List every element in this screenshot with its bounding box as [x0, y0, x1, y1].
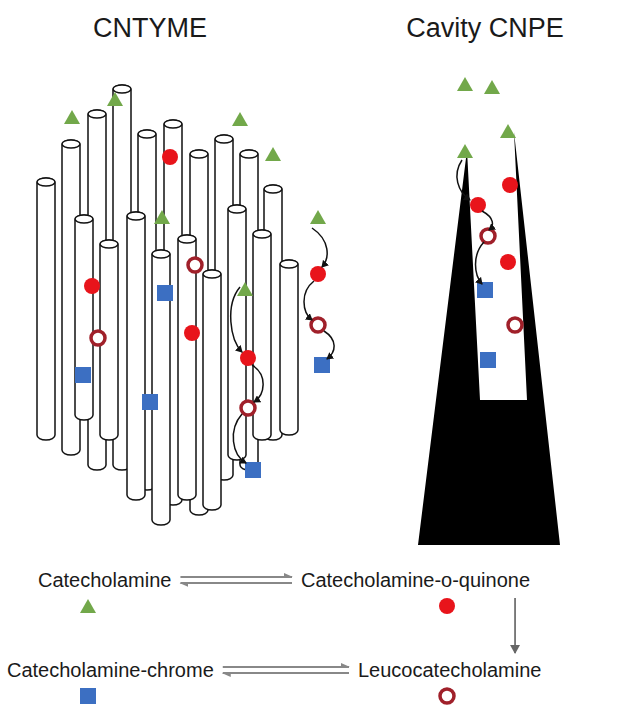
compound-text: Leucocatecholamine — [358, 658, 541, 682]
heading-label: Cavity CNPE — [406, 12, 564, 44]
catecholamine-symbol — [484, 80, 500, 94]
compound-text: Catecholamine — [38, 568, 171, 592]
quinone-symbol — [84, 278, 100, 294]
nanotube — [127, 212, 145, 500]
nanotube — [178, 235, 196, 500]
quinone-symbol — [162, 149, 178, 165]
compound-name: Catecholamine — [35, 566, 174, 594]
nanotube — [203, 270, 221, 510]
chrome-symbol — [245, 462, 261, 478]
reaction-arrow — [223, 667, 349, 673]
leuco-symbol — [481, 229, 495, 243]
quinone-symbol — [240, 350, 256, 366]
reaction-arrow — [515, 598, 516, 653]
reaction-arrows — [231, 160, 493, 463]
leuco-symbol — [508, 318, 522, 332]
catecholamine-symbol — [237, 282, 253, 296]
catecholamine-symbol — [457, 77, 473, 91]
chrome-symbol — [477, 282, 493, 298]
compound-text: Catecholamine-o-quinone — [301, 568, 530, 592]
nanotube — [280, 260, 298, 435]
leuco-symbol — [188, 258, 202, 272]
catecholamine-symbol — [457, 144, 473, 158]
quinone-symbol — [500, 254, 516, 270]
chrome-symbol — [157, 285, 173, 301]
quinone-symbol — [439, 598, 455, 614]
compound-text: Catecholamine-chrome — [7, 658, 214, 682]
nanotube — [37, 178, 55, 440]
nanotube-array — [37, 85, 298, 525]
quinone-symbol — [502, 177, 518, 193]
leuco-symbol — [241, 401, 255, 415]
quinone-symbol — [184, 325, 200, 341]
leuco-symbol — [440, 689, 454, 703]
compound-name: Leucocatecholamine — [355, 656, 544, 684]
molecule-symbols — [64, 77, 522, 704]
compound-name: Catecholamine-chrome — [4, 656, 217, 684]
catecholamine-symbol — [310, 210, 326, 224]
cavity-electrode — [418, 132, 560, 545]
quinone-symbol — [470, 197, 486, 213]
catecholamine-symbol — [107, 92, 123, 106]
chrome-symbol — [480, 352, 496, 368]
catecholamine-symbol — [500, 124, 516, 138]
catecholamine-symbol — [154, 210, 170, 224]
catecholamine-symbol — [232, 112, 248, 126]
reaction-arrow — [180, 577, 292, 583]
heading-label: CNTYME — [93, 12, 207, 44]
leuco-symbol — [91, 331, 105, 345]
chrome-symbol — [75, 367, 91, 383]
catecholamine-symbol — [64, 110, 80, 124]
catecholamine-symbol — [265, 147, 281, 161]
leuco-symbol — [311, 318, 325, 332]
nanotube — [75, 215, 93, 420]
catecholamine-symbol — [80, 599, 96, 613]
chrome-symbol — [142, 394, 158, 410]
chrome-symbol — [80, 688, 96, 704]
compound-name: Catecholamine-o-quinone — [298, 566, 533, 594]
quinone-symbol — [310, 266, 326, 282]
